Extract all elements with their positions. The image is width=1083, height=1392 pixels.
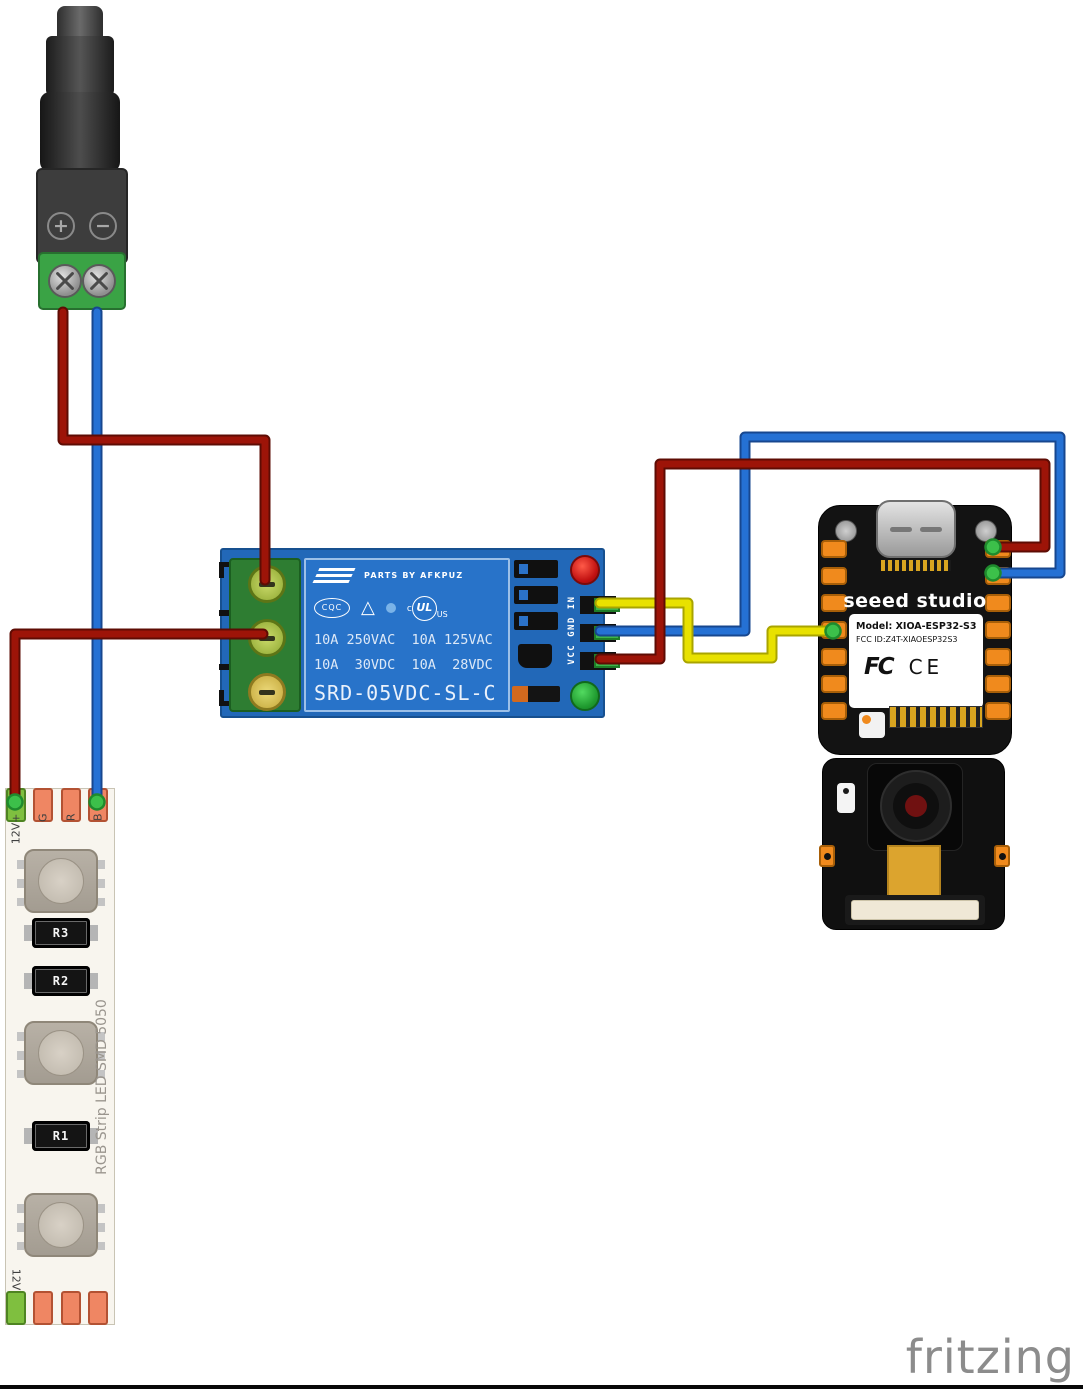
xiao-left-pads — [821, 540, 847, 720]
resistor-component — [512, 686, 560, 702]
camera-connector — [845, 895, 985, 925]
jack-screw-positive[interactable] — [48, 264, 82, 298]
camera-led — [837, 783, 855, 813]
relay-module[interactable]: PARTS BY AFKPUZ CQC △ c UL US 10A 250VAC… — [219, 548, 620, 718]
smd-component — [514, 612, 558, 630]
relay-cert-row: CQC △ c UL US — [314, 594, 448, 622]
resistor-r3: R3 — [24, 918, 98, 948]
xiao-fcc-id-text: FCC ID:Z4T-XIAOESP32S3 — [856, 635, 958, 644]
wire-relay-in-to-xiao-gpio[interactable] — [596, 599, 837, 662]
xiao-pad[interactable] — [821, 540, 847, 558]
relay-red-led — [570, 555, 600, 585]
plus-symbol: + — [47, 212, 75, 240]
usb-solder-pins — [881, 560, 951, 571]
jack-base: + − — [36, 168, 128, 264]
triangle-logo-icon: △ — [361, 597, 375, 618]
xiao-label-box: Model: XIOA-ESP32-S3 FCC ID:Z4T-XIAOESP3… — [849, 614, 983, 708]
rgb-led-strip[interactable]: 12V+ G R B R3 R2 R1 RGB Strip LED SMD 50… — [5, 788, 115, 1325]
camera-lens-housing — [867, 763, 963, 851]
reset-button[interactable] — [975, 520, 997, 542]
relay-pin-vcc[interactable] — [594, 654, 620, 668]
strip-pad-g-bottom[interactable] — [33, 1291, 53, 1325]
antenna-connector — [859, 712, 885, 738]
wire-dc-plus-to-relay-com[interactable] — [59, 308, 269, 584]
xiao-pad[interactable] — [821, 702, 847, 720]
relay-pin-in[interactable] — [594, 598, 620, 612]
strip-part-name: RGB Strip LED SMD 5050 — [94, 999, 110, 1175]
fritzing-watermark: fritzing — [905, 1330, 1075, 1384]
camera-connector-slot — [851, 900, 979, 920]
led-5050-chip — [17, 1193, 105, 1257]
relay-screw-terminal-block — [229, 558, 301, 712]
xiao-pad[interactable] — [985, 702, 1011, 720]
resistor-r2: R2 — [24, 966, 98, 996]
cqc-logo-icon: CQC — [314, 598, 350, 618]
terminal-slot-mark — [219, 610, 235, 616]
relay-terminal-2[interactable] — [248, 619, 286, 657]
smd-component — [514, 586, 558, 604]
xiao-pad[interactable] — [985, 648, 1011, 666]
strip-pad-label: B — [91, 813, 105, 822]
relay-brand-text: PARTS BY AFKPUZ — [364, 571, 464, 580]
strip-pad-12v-bottom[interactable] — [6, 1291, 26, 1325]
xiao-right-pads — [985, 540, 1011, 720]
xiao-pad[interactable] — [985, 567, 1011, 585]
strip-pad-r-bottom[interactable] — [61, 1291, 81, 1325]
minus-symbol: − — [89, 212, 117, 240]
castellated-connector — [889, 706, 983, 728]
bottom-divider — [0, 1385, 1083, 1389]
resistor-r1: R1 — [24, 1121, 98, 1151]
led-5050-chip — [17, 1021, 105, 1085]
jack-screw-terminal — [38, 252, 126, 310]
relay-pin-gnd[interactable] — [594, 626, 620, 640]
relay-pin-labels: VCC GND IN — [567, 595, 577, 665]
songle-logo-icon — [312, 568, 356, 583]
usb-c-port — [876, 500, 956, 558]
relay-ratings-line2: 10A 30VDC 10A 28VDC — [314, 657, 493, 673]
jack-screw-negative[interactable] — [82, 264, 116, 298]
strip-pad-label: R — [64, 813, 78, 822]
dot-icon — [385, 603, 396, 613]
led-5050-chip — [17, 849, 105, 913]
jack-barrel — [40, 92, 120, 172]
relay-model-text: SRD-05VDC-SL-C — [314, 681, 497, 705]
camera-module[interactable] — [819, 758, 1010, 930]
camera-flex-cable — [887, 845, 941, 897]
ul-logo-icon: c UL US — [407, 595, 448, 621]
wire-dc-plus-to-relay-com-outline — [57, 306, 271, 586]
jack-neck — [46, 36, 114, 96]
jack-tip — [57, 6, 103, 40]
xiao-pad[interactable] — [985, 540, 1011, 558]
strip-pad-label: G — [36, 813, 50, 823]
xiao-model-text: Model: XIOA-ESP32-S3 — [856, 621, 977, 632]
camera-clip-right — [994, 845, 1010, 867]
xiao-pad[interactable] — [821, 648, 847, 666]
seeed-studio-logo: seeed studio — [843, 590, 987, 612]
relay-component-body: PARTS BY AFKPUZ CQC △ c UL US 10A 250VAC… — [304, 558, 510, 712]
relay-ratings-line1: 10A 250VAC 10A 125VAC — [314, 632, 493, 648]
xiao-pad[interactable] — [821, 621, 847, 639]
xiao-esp32s3-board[interactable]: seeed studio Model: XIOA-ESP32-S3 FCC ID… — [818, 500, 1012, 755]
xiao-pad[interactable] — [821, 675, 847, 693]
camera-lens — [880, 770, 952, 842]
fcc-logo-icon: FC — [864, 654, 895, 680]
boot-button[interactable] — [835, 520, 857, 542]
relay-green-led — [570, 681, 600, 711]
ce-logo-icon: CE — [908, 655, 944, 679]
transistor — [518, 644, 552, 668]
xiao-pad[interactable] — [985, 621, 1011, 639]
strip-pad-label: 12V+ — [9, 813, 23, 845]
camera-aperture — [905, 795, 927, 817]
relay-terminal-1[interactable] — [248, 565, 286, 603]
wire-relay-in-to-xiao-gpio-outline — [594, 597, 839, 664]
strip-pad-b-bottom[interactable] — [88, 1291, 108, 1325]
relay-terminal-3[interactable] — [248, 673, 286, 711]
xiao-pad[interactable] — [985, 675, 1011, 693]
xiao-pad[interactable] — [821, 567, 847, 585]
camera-clip-left — [819, 845, 835, 867]
smd-component — [514, 560, 558, 578]
